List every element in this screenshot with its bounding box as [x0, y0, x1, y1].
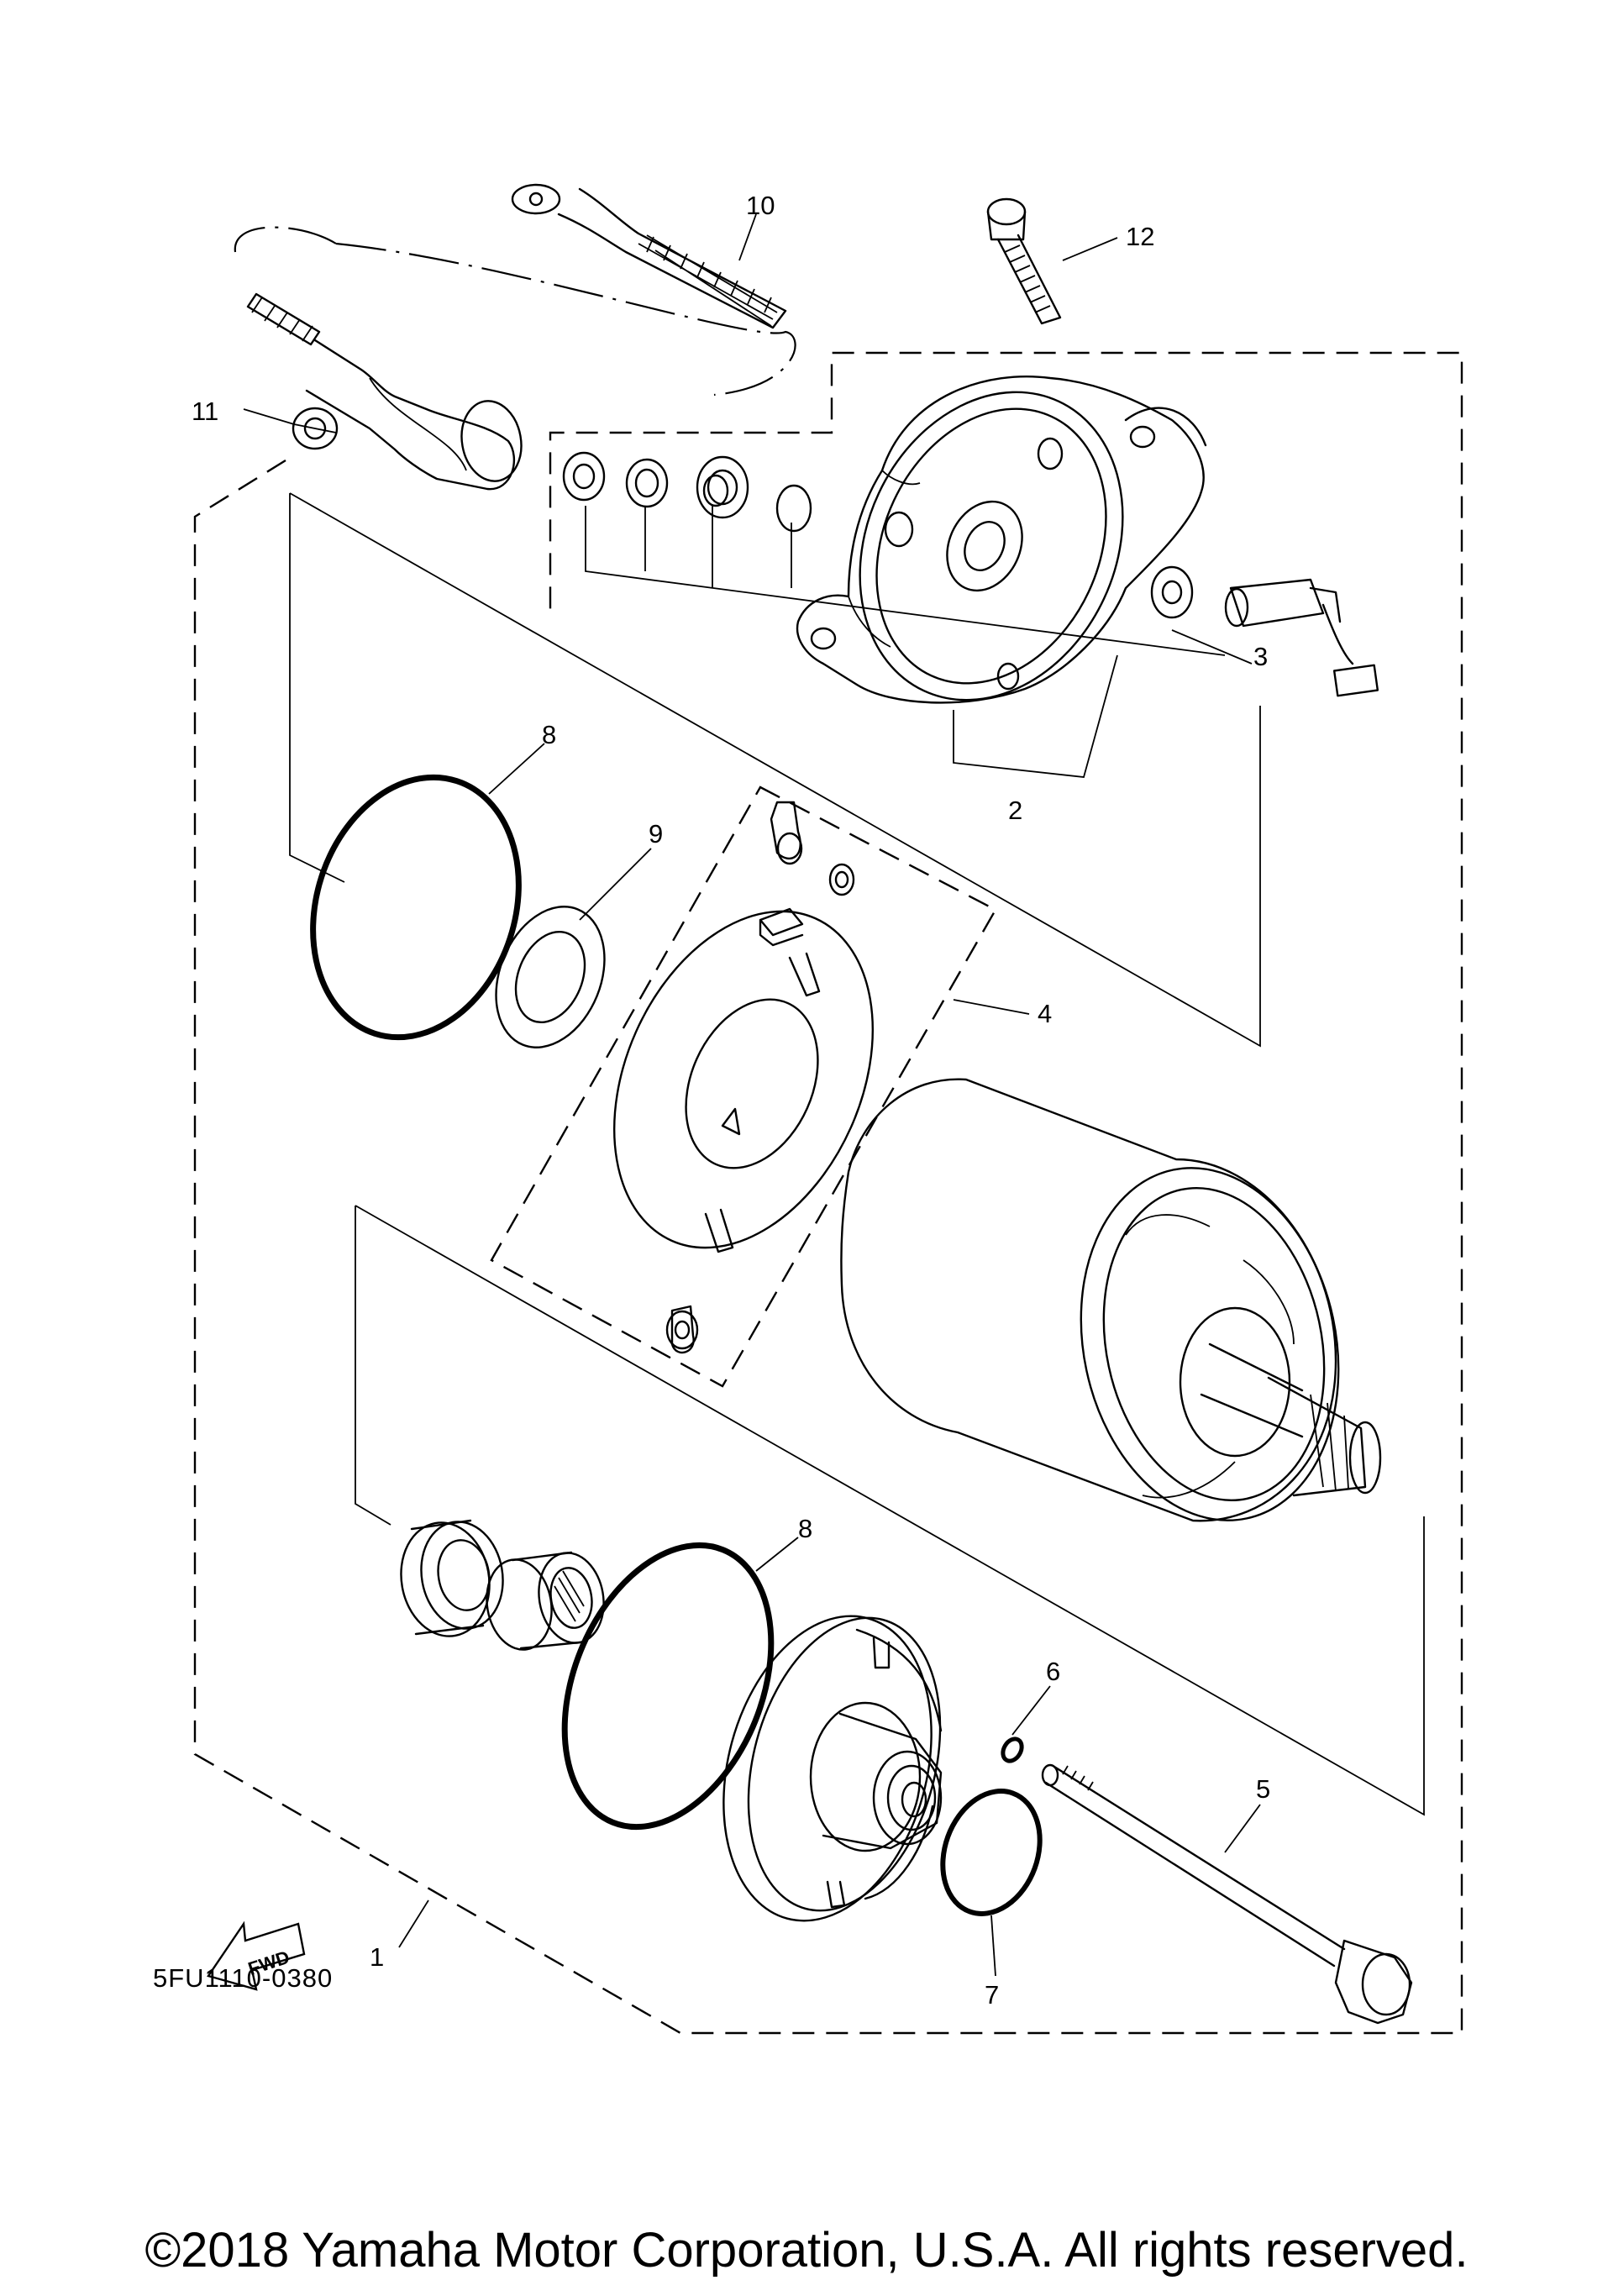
callout-11: 11: [192, 397, 218, 426]
leader-8b: [755, 1537, 799, 1572]
copyright-notice: ©2018 Yamaha Motor Corporation, U.S.A. A…: [144, 2223, 1469, 2278]
leader-7: [990, 1915, 996, 1977]
callout-2: 2: [1008, 796, 1022, 825]
leader-5: [1224, 1804, 1261, 1853]
nut-part-11: [292, 407, 339, 450]
terminal-lead-part-10: [234, 183, 796, 397]
leader-10: [738, 213, 757, 261]
bracket-lower: [355, 1205, 1425, 1816]
leader-8a: [488, 743, 545, 795]
through-bolt-part-5: [1041, 1763, 1413, 2025]
leader-12: [1062, 237, 1118, 261]
callout-4: 4: [1038, 999, 1052, 1028]
brush-terminal-part-3: [1150, 565, 1379, 697]
bearing: [400, 1519, 504, 1637]
bracket-end-cover: [585, 506, 1226, 656]
callout-6: 6: [1046, 1657, 1060, 1686]
front-cover: [722, 1615, 943, 1922]
callout-7: 7: [985, 1980, 999, 2010]
callout-1: 1: [370, 1942, 384, 1972]
callout-12: 12: [1126, 222, 1154, 251]
o-ring-part-8-lower: [561, 1542, 775, 1831]
armature-yoke: [840, 1078, 1382, 1522]
leader-9: [579, 848, 652, 921]
leader-4: [953, 999, 1030, 1015]
callout-8-lower: 8: [798, 1514, 812, 1543]
callout-8-upper: 8: [542, 720, 556, 749]
brush-plate-part-4: [613, 801, 874, 1354]
bracket-2: [953, 654, 1118, 778]
seal-washer-set: [562, 451, 812, 533]
diagram-code: 5FU1110-0380: [153, 1963, 334, 1993]
needle-bushing: [486, 1551, 605, 1651]
bolt-part-12: [986, 197, 1062, 325]
assembly-outline: [193, 351, 1463, 2035]
callout-10: 10: [746, 191, 775, 220]
leader-1: [398, 1899, 429, 1948]
leader-11: [243, 408, 295, 425]
brush-set-outline: [490, 785, 997, 1388]
leader-6: [1011, 1685, 1051, 1736]
terminal-lead-lower: [246, 292, 523, 491]
o-ring-part-6: [1001, 1736, 1024, 1763]
callout-9: 9: [649, 819, 663, 849]
leader-3: [1171, 629, 1253, 665]
rear-cover-part-2: [796, 375, 1207, 704]
o-ring-part-8-upper: [310, 774, 522, 1041]
washer-part-9: [495, 906, 606, 1048]
o-ring-part-7: [940, 1789, 1043, 1916]
callout-5: 5: [1256, 1774, 1270, 1804]
callout-3: 3: [1253, 642, 1268, 671]
bracket-upper: [289, 492, 1261, 1048]
